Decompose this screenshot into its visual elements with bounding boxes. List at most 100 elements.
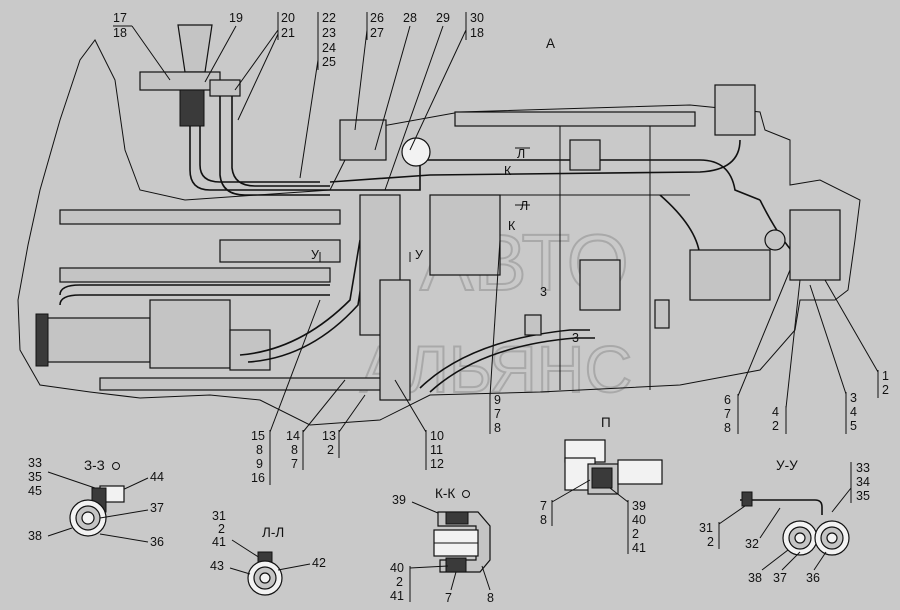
tube-9 bbox=[239, 239, 361, 356]
label-6-7: 7 bbox=[724, 407, 731, 421]
filter-head bbox=[139, 71, 221, 91]
label-3: 3 bbox=[850, 391, 857, 405]
tube-1 bbox=[189, 105, 320, 191]
uu-label-35: 35 bbox=[856, 489, 870, 503]
section-marks: У У Л Л К К 3 3 bbox=[311, 147, 579, 345]
top-left-filter bbox=[139, 24, 241, 127]
label-12: 12 bbox=[430, 457, 444, 471]
p-label-40: 40 bbox=[632, 513, 646, 527]
detail-p-title: П bbox=[601, 415, 611, 430]
mark-u-left: У bbox=[311, 248, 319, 262]
tube-8 bbox=[59, 294, 330, 306]
filter-fitting bbox=[209, 79, 241, 97]
ll-label-31: 31 bbox=[212, 509, 226, 523]
hydraulic-cylinder bbox=[35, 299, 271, 371]
label-11: 11 bbox=[430, 443, 443, 457]
kk-bracket bbox=[437, 511, 491, 573]
label-3-4: 4 bbox=[850, 405, 857, 419]
bottom-labels: 15 8 9 16 14 8 7 13 2 10 11 12 9 7 8 6 7… bbox=[251, 239, 889, 485]
detail-zz: З-З 33 35 45 44 37 38 36 bbox=[28, 456, 164, 549]
clamp-right bbox=[654, 299, 670, 329]
mark-l-mid: Л bbox=[520, 199, 528, 213]
label-1-2: 2 bbox=[882, 383, 889, 397]
detail-p: П 7 8 39 40 2 41 bbox=[540, 415, 663, 555]
label-28: 28 bbox=[403, 11, 417, 25]
p-nut bbox=[591, 467, 613, 489]
label-10: 10 bbox=[430, 429, 444, 443]
mark-k-mid: К bbox=[508, 219, 516, 233]
zz-label-36: 36 bbox=[150, 535, 164, 549]
label-19: 19 bbox=[229, 11, 243, 25]
label-22: 22 bbox=[322, 11, 336, 25]
cylinder-end-cap bbox=[35, 313, 49, 367]
detail-uu: У-У 33 34 35 31 2 32 38 37 36 bbox=[699, 458, 870, 585]
label-14-8: 8 bbox=[291, 443, 298, 457]
p-label-39: 39 bbox=[632, 499, 646, 513]
ll-label-42: 42 bbox=[312, 556, 326, 570]
uu-label-33: 33 bbox=[856, 461, 870, 475]
uu-strap bbox=[740, 499, 823, 515]
frame-outline bbox=[17, 39, 861, 426]
frame-beam-2 bbox=[59, 267, 331, 283]
valve-right bbox=[789, 209, 841, 281]
tube-routes bbox=[59, 95, 801, 393]
kk-label-2: 2 bbox=[396, 575, 403, 589]
label-6-8: 8 bbox=[724, 421, 731, 435]
zz-label-38: 38 bbox=[28, 529, 42, 543]
label-21: 21 bbox=[281, 26, 295, 40]
label-9-8: 8 bbox=[494, 421, 501, 435]
center-valve bbox=[339, 119, 501, 401]
p-label-2: 2 bbox=[632, 527, 639, 541]
p-label-41: 41 bbox=[632, 541, 646, 555]
clamp-3 bbox=[524, 314, 542, 336]
detail-kk: К-К 39 40 2 41 7 8 bbox=[390, 486, 494, 605]
distributor-block bbox=[429, 194, 501, 276]
label-27: 27 bbox=[370, 26, 384, 40]
label-5: 5 bbox=[850, 419, 857, 433]
uu-label-34: 34 bbox=[856, 475, 870, 489]
kk-nut bbox=[445, 557, 467, 573]
support-post bbox=[379, 279, 411, 401]
filter-body bbox=[179, 89, 205, 127]
kk-label-7: 7 bbox=[445, 591, 452, 605]
tube-5 bbox=[320, 159, 761, 201]
top-labels: 17 18 19 20 21 22 23 24 25 26 27 28 29 3… bbox=[113, 11, 484, 191]
mark-k-top: К bbox=[504, 164, 512, 178]
zz-label-45: 45 bbox=[28, 484, 42, 498]
section-ticks bbox=[319, 147, 530, 262]
mark-three-a: 3 bbox=[540, 285, 547, 299]
detail-kk-title: К-К bbox=[435, 486, 455, 501]
gauge-dial bbox=[401, 137, 431, 167]
pump-housing bbox=[689, 249, 771, 301]
zz-label-44: 44 bbox=[150, 470, 164, 484]
detail-ll-title: Л-Л bbox=[262, 525, 284, 540]
label-9-7: 7 bbox=[494, 407, 501, 421]
uu-label-36: 36 bbox=[806, 571, 820, 585]
label-18b: 18 bbox=[470, 26, 484, 40]
kk-label-40: 40 bbox=[390, 561, 404, 575]
tube-7 bbox=[59, 284, 330, 296]
view-title: А bbox=[546, 36, 555, 51]
main-assembly bbox=[17, 24, 861, 426]
label-6: 6 bbox=[724, 393, 731, 407]
zz-label-33: 33 bbox=[28, 456, 42, 470]
label-20: 20 bbox=[281, 11, 295, 25]
filter-neck bbox=[177, 24, 213, 73]
tube-11 bbox=[419, 329, 590, 389]
tube-2 bbox=[199, 105, 320, 183]
uu-label-37: 37 bbox=[773, 571, 787, 585]
tube-12 bbox=[429, 337, 595, 393]
label-29: 29 bbox=[436, 11, 450, 25]
ll-label-2: 2 bbox=[218, 522, 225, 536]
label-17: 17 bbox=[113, 11, 127, 25]
mark-u-right: У bbox=[415, 248, 423, 262]
label-13-2: 2 bbox=[327, 443, 334, 457]
tube-3 bbox=[219, 95, 330, 196]
p-label-7: 7 bbox=[540, 499, 547, 513]
label-18: 18 bbox=[113, 26, 127, 40]
tube-10 bbox=[247, 239, 369, 363]
ll-label-43: 43 bbox=[210, 559, 224, 573]
detail-uu-title: У-У bbox=[776, 458, 798, 473]
cylinder-body bbox=[39, 317, 151, 363]
